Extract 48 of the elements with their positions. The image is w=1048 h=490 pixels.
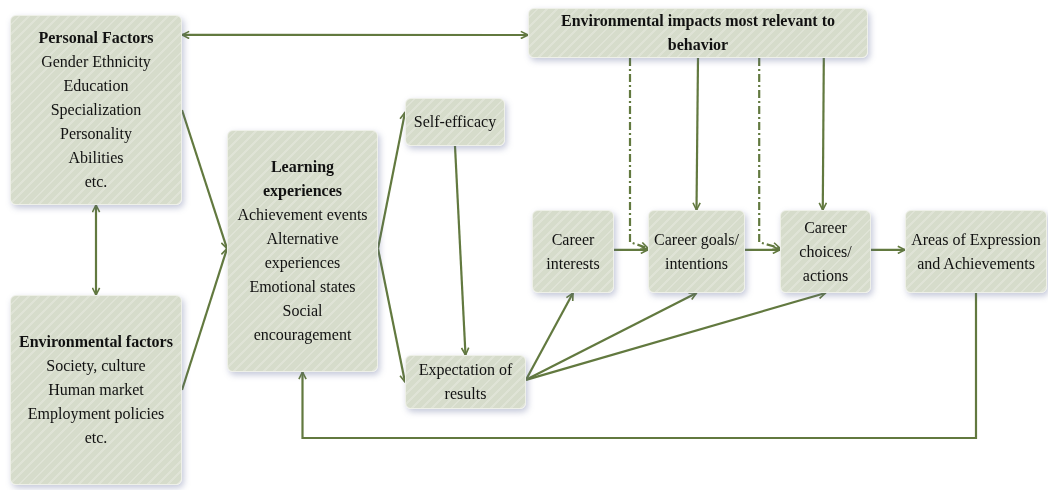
- box-text: Alternative experiences: [263, 229, 342, 274]
- text-box: [10, 295, 182, 485]
- box-heading: Environmental impacts most relevant to behavior: [559, 11, 837, 55]
- box-text: Self-efficacy: [412, 112, 498, 133]
- dashed-arrow: [758, 58, 781, 251]
- arrow: [692, 58, 701, 211]
- box-text: Specialization: [49, 100, 143, 121]
- text-box: [227, 130, 378, 372]
- arrow: [298, 293, 978, 440]
- box-text: Society, culture: [45, 356, 147, 377]
- box-text: Employment policies: [26, 404, 166, 425]
- text-box: [780, 210, 871, 293]
- arrow: [614, 245, 649, 255]
- box-text: Career interests: [545, 229, 601, 274]
- box-text: Abilities: [67, 148, 125, 168]
- box-text: Human market: [47, 380, 145, 400]
- box-text: Social encouragement: [252, 301, 353, 346]
- text-box: [405, 355, 526, 409]
- box-text: Career choices/ actions: [798, 217, 853, 286]
- text-box: [10, 15, 182, 205]
- arrow: [818, 58, 828, 211]
- arrow: [453, 145, 470, 356]
- text-box: [405, 98, 505, 146]
- box-heading: Personal Factors: [37, 28, 155, 48]
- box-text: Achievement events: [236, 205, 369, 225]
- text-box: [532, 210, 614, 293]
- arrow: [745, 245, 781, 255]
- box-text: Education: [62, 76, 130, 96]
- box-heading: Learning experiences: [261, 157, 344, 202]
- box-text: etc.: [83, 428, 109, 448]
- text-box: [528, 8, 868, 58]
- double-arrow: [91, 204, 101, 296]
- box-text: Areas of Expression and Achievements: [910, 229, 1042, 274]
- arrow: [871, 245, 906, 255]
- box-text: etc.: [83, 172, 109, 192]
- box-text: Emotional states: [248, 277, 357, 297]
- arrow: [525, 292, 698, 381]
- box-heading: Environmental factors: [18, 332, 174, 352]
- box-text: Gender Ethnicity: [40, 52, 152, 73]
- arrow: [525, 292, 574, 381]
- text-box: [905, 210, 1047, 293]
- box-text: Personality: [59, 124, 133, 145]
- box-text: Expectation of results: [417, 360, 514, 404]
- dashed-arrow: [628, 58, 649, 251]
- double-arrow: [181, 30, 529, 40]
- arrow: [180, 109, 229, 250]
- text-box: [648, 210, 745, 293]
- box-text: Career goals/ intentions: [653, 229, 740, 274]
